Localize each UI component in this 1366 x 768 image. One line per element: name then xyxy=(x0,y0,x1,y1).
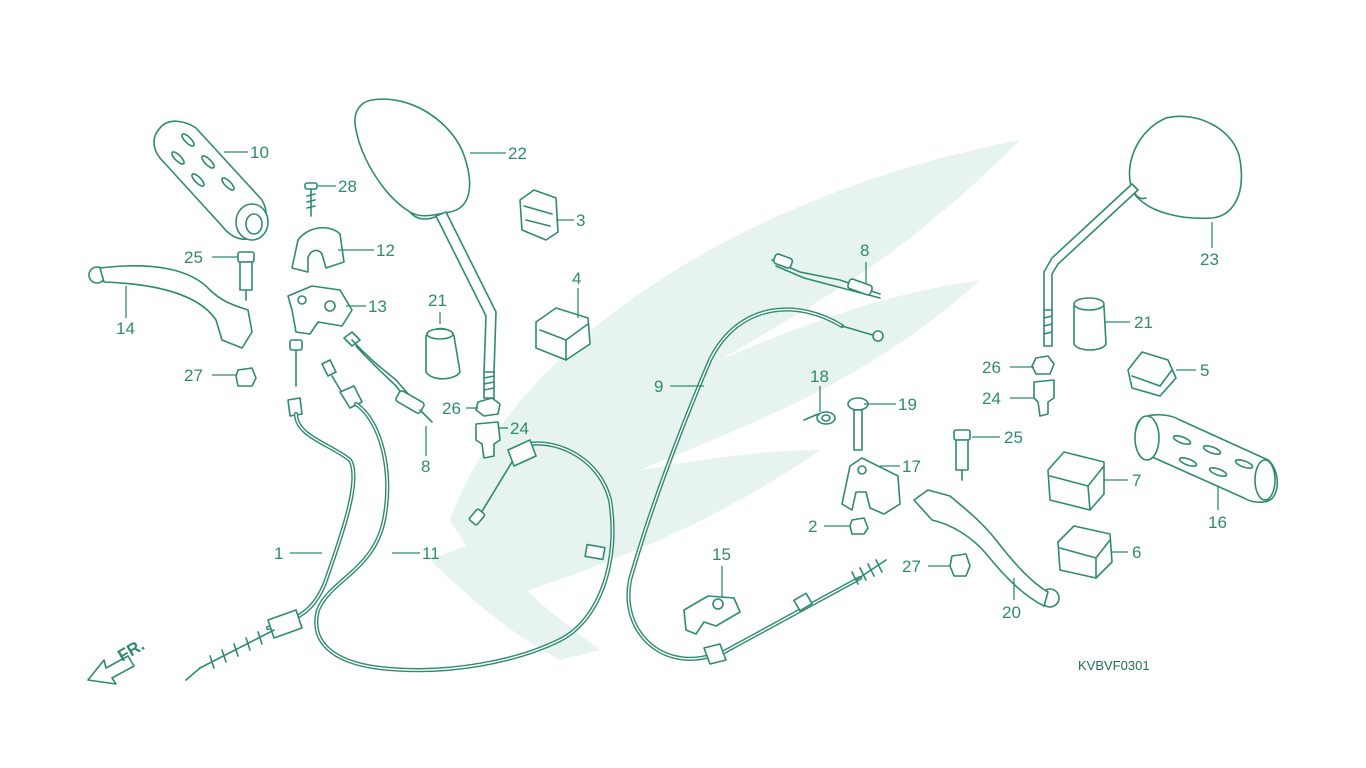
callout-8-right: 8 xyxy=(860,241,869,260)
pin-20-part xyxy=(847,397,869,451)
holder-cover-14-part xyxy=(291,227,345,273)
callout-4: 4 xyxy=(572,269,581,288)
lever-bracket-15-part xyxy=(287,285,353,335)
callout-22: 22 xyxy=(508,144,527,163)
callout-18: 17 xyxy=(902,457,921,476)
switch-3-part xyxy=(519,189,559,241)
adapter-24-right-part xyxy=(1033,379,1055,417)
callout-27-left: 27 xyxy=(184,366,203,385)
callout-11: 11 xyxy=(422,544,440,563)
callout-19: 18 xyxy=(810,367,829,386)
nut-27-right-part xyxy=(949,553,971,577)
cable-clamp-10-part xyxy=(683,595,741,635)
callout-7: 7 xyxy=(1132,471,1141,490)
spring-19-part xyxy=(803,411,836,425)
callout-25-left: 25 xyxy=(184,248,203,267)
clip-2-part xyxy=(849,517,869,535)
left-lever-part xyxy=(88,265,253,349)
right-mirror-part xyxy=(1043,115,1243,347)
callout-1: 1 xyxy=(274,544,283,563)
wire-harness-8-right-part xyxy=(771,253,881,299)
nut-26-right-part xyxy=(1031,355,1055,375)
callout-6: 6 xyxy=(1132,543,1141,562)
callout-24-right: 24 xyxy=(982,389,1001,408)
callout-5: 5 xyxy=(1200,361,1209,380)
right-lever-part xyxy=(913,489,1060,608)
callout-23: 23 xyxy=(1200,250,1219,269)
callout-9: 9 xyxy=(654,377,663,396)
cable-9-part xyxy=(626,307,887,665)
callout-8-left: 8 xyxy=(421,457,430,476)
callout-3: 3 xyxy=(576,211,585,230)
callout-14: 12 xyxy=(376,241,395,260)
nut-26-left-part xyxy=(475,397,501,417)
callout-12: 10 xyxy=(250,143,269,162)
boot-21-right-part xyxy=(1073,297,1107,351)
pivot-bolt-25-left-part xyxy=(237,251,255,301)
switch-4-part xyxy=(535,307,591,361)
left-mirror-part xyxy=(354,98,497,399)
pivot-bolt-25-right-part xyxy=(953,429,971,481)
callout-2: 2 xyxy=(808,517,817,536)
callout-25-right: 25 xyxy=(1004,428,1023,447)
switch-6-part xyxy=(1057,525,1113,579)
callout-10: 15 xyxy=(712,545,731,564)
callout-labels: 10 28 12 25 14 13 27 22 3 4 21 26 24 8 1… xyxy=(116,143,1227,622)
bracket-18-part xyxy=(841,457,901,515)
wire-harness-8-left-part xyxy=(343,331,433,423)
callout-20: 19 xyxy=(898,395,917,414)
callout-15: 13 xyxy=(368,297,387,316)
callout-27-right: 27 xyxy=(902,557,921,576)
watermark-wing-logo xyxy=(430,140,1020,660)
left-grip-part xyxy=(153,120,269,241)
switch-5-part xyxy=(1127,351,1177,397)
leader-lines xyxy=(125,151,1219,600)
front-direction-arrow-icon: FR. xyxy=(87,635,148,685)
nut-27-left-part xyxy=(235,367,257,387)
cable-1-part xyxy=(185,339,356,681)
callout-24-left: 24 xyxy=(510,419,529,438)
cable-11-part xyxy=(314,359,615,673)
callout-26-right: 26 xyxy=(982,358,1001,377)
diagram-code: KVBVF0301 xyxy=(1078,658,1150,673)
callout-28: 28 xyxy=(338,177,357,196)
screw-28-part xyxy=(304,182,318,217)
right-grip-part xyxy=(1134,413,1279,503)
switch-7-part xyxy=(1047,451,1105,511)
callout-13: 16 xyxy=(1208,513,1227,532)
callout-17: 20 xyxy=(1002,603,1021,622)
callout-21-left: 21 xyxy=(428,291,447,310)
callout-26-left: 26 xyxy=(442,399,461,418)
callout-16: 14 xyxy=(116,319,135,338)
boot-21-left-part xyxy=(425,327,461,380)
callout-21-right: 21 xyxy=(1134,313,1153,332)
